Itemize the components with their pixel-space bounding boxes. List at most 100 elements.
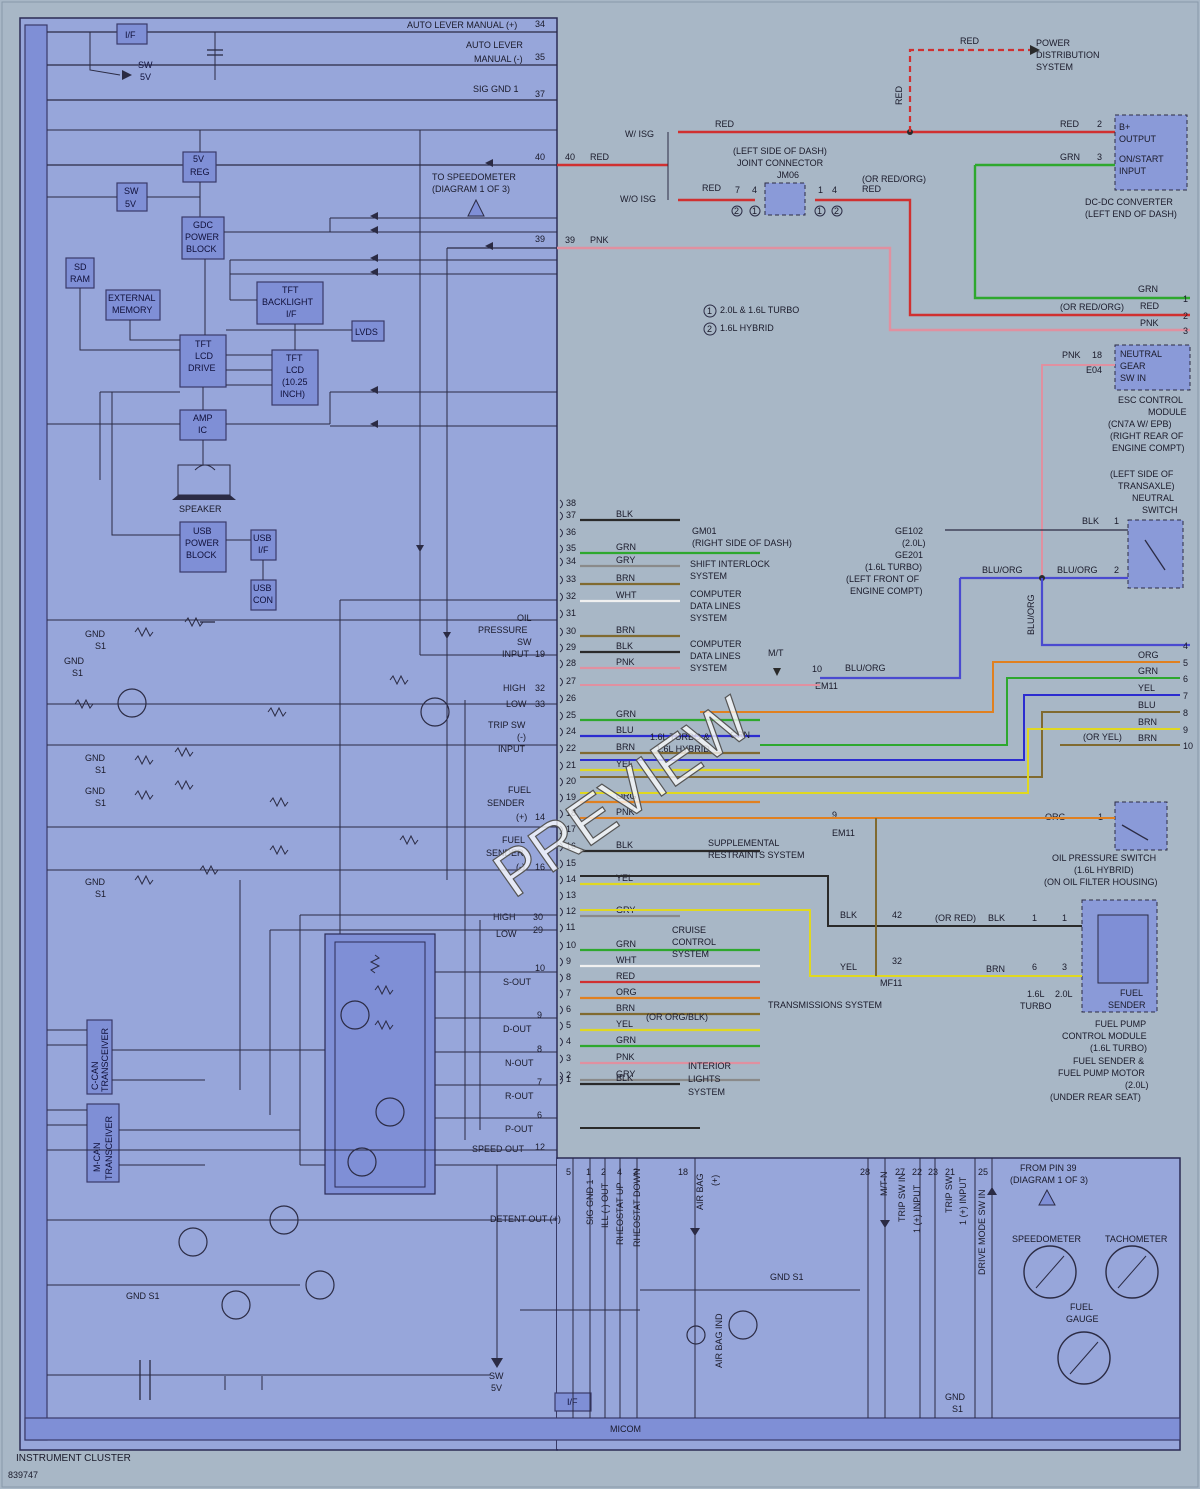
- harness-wire-blu: [580, 694, 1180, 761]
- svg-text:BLU/ORG: BLU/ORG: [845, 663, 886, 673]
- svg-text:BLU/ORG: BLU/ORG: [982, 565, 1023, 575]
- svg-text:(2.0L): (2.0L): [902, 538, 926, 548]
- svg-text:REG: REG: [190, 167, 210, 177]
- pin34-label: AUTO LEVER MANUAL (+): [407, 20, 517, 30]
- svg-text:USB: USB: [253, 583, 272, 593]
- svg-text:LCD: LCD: [286, 365, 305, 375]
- svg-text:(RIGHT SIDE OF DASH): (RIGHT SIDE OF DASH): [692, 538, 792, 548]
- connector-pin-31: 31: [566, 608, 576, 618]
- wire-color-label: GRN: [616, 709, 636, 719]
- svg-text:BRN: BRN: [986, 964, 1005, 974]
- transistor-icon: [269, 1205, 299, 1235]
- svg-text:GEAR: GEAR: [1120, 361, 1146, 371]
- svg-text:1: 1: [818, 185, 823, 195]
- svg-text:BLOCK: BLOCK: [186, 244, 217, 254]
- wire-color-label: GRY: [616, 1069, 635, 1079]
- connector-pin-35: 35: [566, 543, 576, 553]
- svg-text:42: 42: [892, 910, 902, 920]
- svg-text:TRANSCEIVER: TRANSCEIVER: [104, 1115, 114, 1180]
- tachometer-gauge-icon: [1105, 1245, 1159, 1299]
- svg-text:SW: SW: [517, 637, 532, 647]
- svg-text:INPUT: INPUT: [502, 649, 530, 659]
- svg-text:SYSTEM: SYSTEM: [690, 571, 727, 581]
- wire-color-label: BLK: [616, 1073, 633, 1083]
- fuel-gauge-icon: [1057, 1331, 1111, 1385]
- svg-text:FUEL: FUEL: [508, 785, 531, 795]
- terminal-9: 9: [1183, 725, 1188, 735]
- connector-pin-7: 7: [566, 988, 571, 998]
- svg-text:OIL PRESSURE SWITCH: OIL PRESSURE SWITCH: [1052, 853, 1156, 863]
- terminal-color-label: BRN: [1138, 717, 1157, 727]
- svg-text:GND: GND: [85, 786, 106, 796]
- connector-pin-9: 9: [566, 956, 571, 966]
- svg-text:RED: RED: [960, 36, 980, 46]
- connector-pin-16: 16: [566, 841, 576, 851]
- svg-text:TRIP SW IN: TRIP SW IN: [897, 1173, 907, 1222]
- connector-pin-29: 29: [566, 642, 576, 652]
- cluster-main-area: [19, 17, 558, 1451]
- pin-tick: [559, 891, 563, 901]
- pin-tick: [559, 989, 563, 999]
- svg-text:25: 25: [978, 1167, 988, 1177]
- wire-color-label: BLK: [616, 509, 633, 519]
- svg-text:(OR ORG/BLK): (OR ORG/BLK): [646, 1012, 708, 1022]
- connector-pin-6: 6: [566, 1004, 571, 1014]
- terminal-8: 8: [1183, 708, 1188, 718]
- micom-rail: [24, 24, 48, 1441]
- svg-text:I/F: I/F: [125, 30, 136, 40]
- pin-tick: [559, 511, 563, 521]
- harness-wire-yel: [580, 909, 1082, 977]
- svg-text:PRESSURE: PRESSURE: [478, 625, 528, 635]
- svg-text:GE102: GE102: [895, 526, 923, 536]
- svg-text:(UNDER REAR SEAT): (UNDER REAR SEAT): [1050, 1092, 1141, 1102]
- svg-text:GND: GND: [64, 656, 85, 666]
- svg-text:R-OUT: R-OUT: [505, 1091, 534, 1101]
- svg-text:RED: RED: [894, 85, 904, 105]
- svg-text:33: 33: [535, 699, 545, 709]
- svg-text:(OR YEL): (OR YEL): [1083, 732, 1122, 742]
- svg-text:1.6L: 1.6L: [1027, 989, 1045, 999]
- svg-text:EM11: EM11: [832, 828, 855, 838]
- svg-text:18: 18: [1092, 350, 1102, 360]
- svg-text:(LEFT SIDE OF DASH): (LEFT SIDE OF DASH): [733, 146, 827, 156]
- svg-text:DRIVE: DRIVE: [188, 363, 216, 373]
- svg-text:RED: RED: [1060, 119, 1080, 129]
- svg-text:POWER: POWER: [1036, 38, 1071, 48]
- connector-pin-13: 13: [566, 890, 576, 900]
- connector-pin-12: 12: [566, 906, 576, 916]
- transistor-icon: [347, 1147, 377, 1177]
- transistor-icon: [178, 1227, 208, 1257]
- harness-wire-org: [700, 661, 1180, 713]
- svg-text:1: 1: [707, 306, 712, 316]
- svg-text:14: 14: [535, 812, 545, 822]
- connector-pin-20: 20: [566, 776, 576, 786]
- wire-color-label: RED: [616, 971, 636, 981]
- if-top-box: [116, 23, 148, 45]
- svg-text:(-): (-): [516, 862, 525, 872]
- terminal-4: 4: [1183, 641, 1188, 651]
- svg-text:9: 9: [832, 810, 837, 820]
- pin-tick: [559, 1075, 563, 1085]
- svg-text:RAM: RAM: [70, 274, 90, 284]
- pin-tick: [559, 609, 563, 619]
- connector-pin-21: 21: [566, 760, 576, 770]
- connector-pin-11: 11: [566, 922, 575, 932]
- svg-text:DC-DC CONVERTER: DC-DC CONVERTER: [1085, 197, 1173, 207]
- svg-text:TRANSMISSIONS SYSTEM: TRANSMISSIONS SYSTEM: [768, 1000, 882, 1010]
- svg-text:ILL (-) OUT: ILL (-) OUT: [600, 1182, 610, 1228]
- pin-tick: [559, 842, 563, 852]
- pin35-label2: MANUAL (-): [474, 54, 523, 64]
- svg-text:GND: GND: [85, 629, 106, 639]
- wire-color-label: GRY: [616, 555, 635, 565]
- svg-text:PNK: PNK: [590, 235, 609, 245]
- svg-text:SIG GND 1: SIG GND 1: [585, 1179, 595, 1225]
- pin39-num: 39: [535, 234, 545, 244]
- svg-text:TFT: TFT: [282, 285, 299, 295]
- svg-text:I/F: I/F: [258, 545, 269, 555]
- svg-text:1: 1: [752, 206, 757, 216]
- svg-text:GND: GND: [85, 877, 106, 887]
- svg-text:C-CAN: C-CAN: [90, 1062, 100, 1091]
- internal-blocks: I/F SW 5V 5V REG SW 5V GDC POWER BLOCK S…: [47, 23, 385, 611]
- svg-text:SYSTEM: SYSTEM: [690, 613, 727, 623]
